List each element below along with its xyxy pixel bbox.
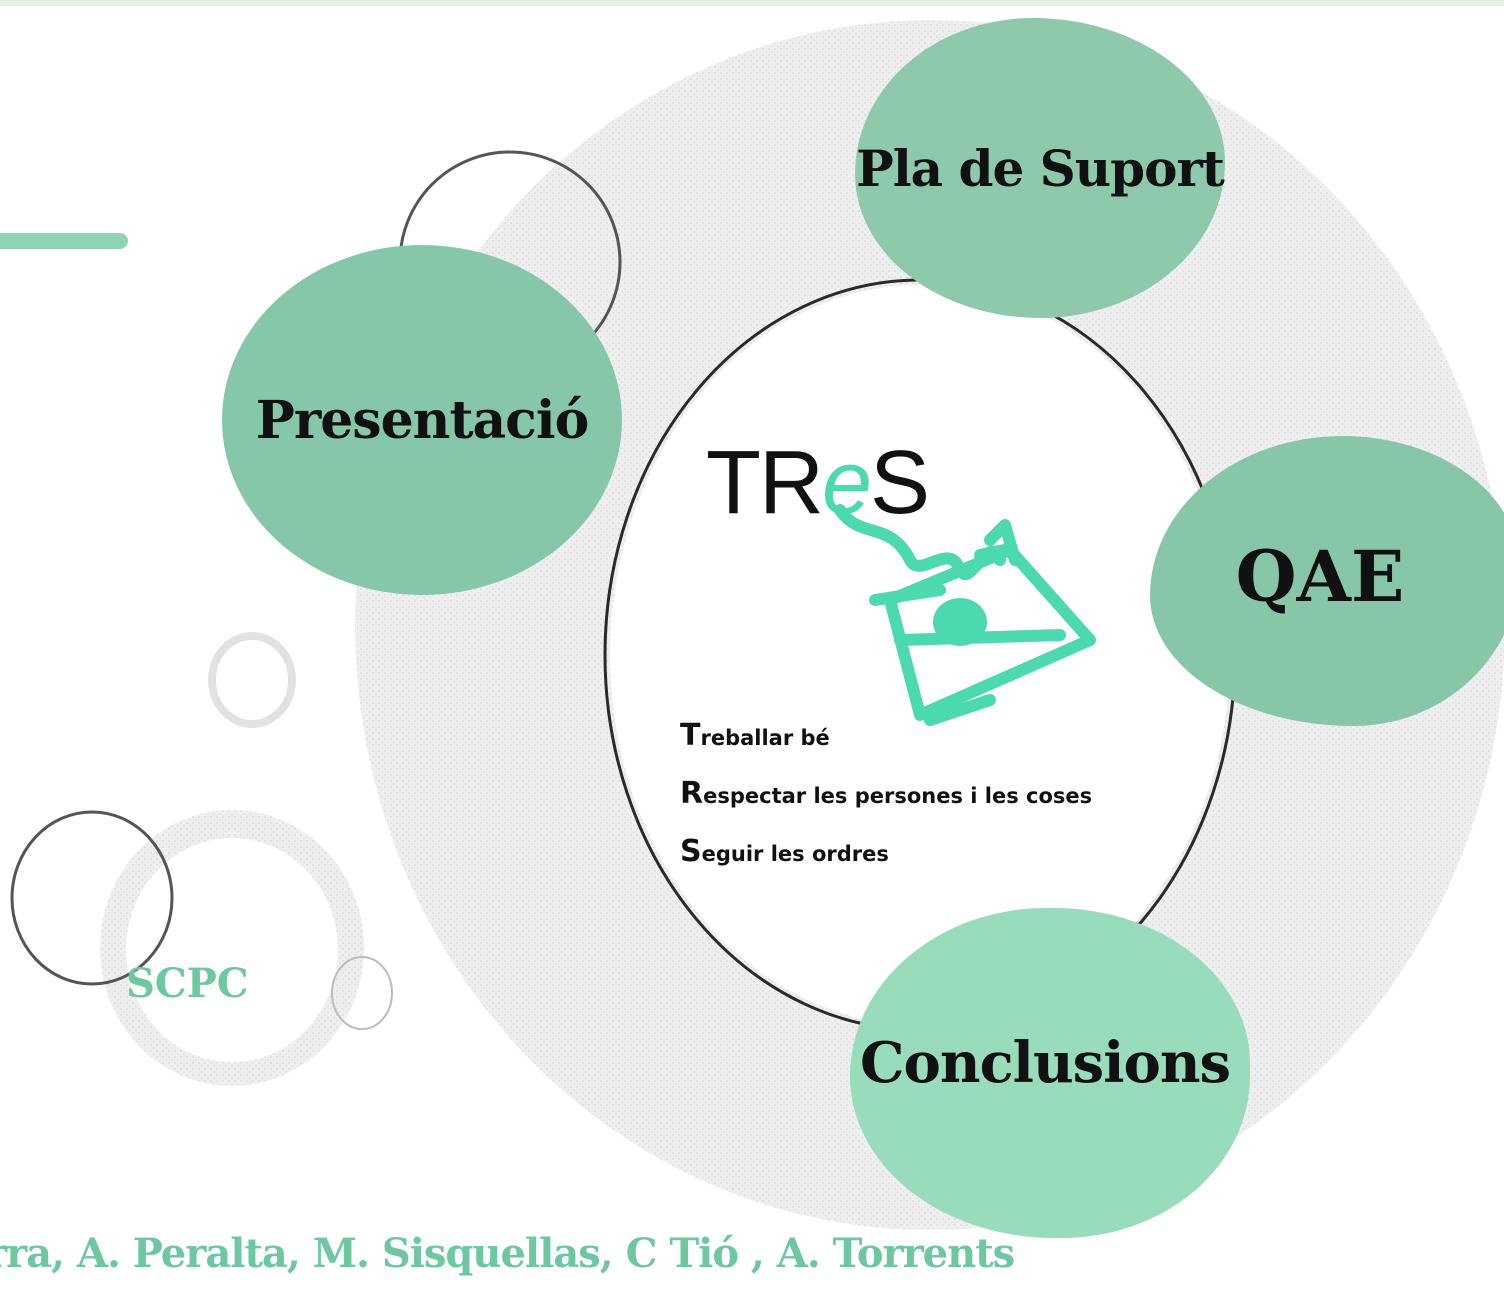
logo-s: S: [870, 433, 930, 533]
pla-de-suport-label: Pla de Suport: [856, 138, 1225, 198]
grey-ring-bottom-left: [100, 810, 365, 1086]
motto-initial: T: [680, 718, 701, 753]
motto-text: espectar les persones i les coses: [703, 784, 1093, 808]
motto-line-3: Seguir les ordres: [680, 834, 889, 869]
pla-de-suport-bubble[interactable]: Pla de Suport: [855, 18, 1225, 318]
motto-line-2: Respectar les persones i les coses: [680, 776, 1092, 811]
tres-logo: TReS: [706, 432, 930, 535]
top-strip: [0, 0, 1504, 6]
motto-text: eguir les ordres: [701, 842, 889, 866]
outline-circle-bottom-left: [10, 810, 174, 986]
qae-bubble[interactable]: QAE: [1150, 436, 1504, 726]
conclusions-label: Conclusions: [859, 1030, 1231, 1096]
accent-bar: [0, 233, 128, 249]
motto-initial: S: [680, 834, 702, 869]
presentacio-bubble[interactable]: Presentació: [222, 245, 622, 595]
motto-text: reballar bé: [700, 726, 830, 750]
large-grey-ring: [355, 20, 1504, 1230]
outline-circle-small: [208, 632, 296, 728]
authors-line: rra, A. Peralta, M. Sisquellas, C Tió , …: [0, 1230, 1015, 1277]
outline-circle-tiny: [331, 956, 393, 1030]
motto-line-1: Treballar bé: [680, 718, 830, 753]
motto-initial: R: [680, 776, 704, 811]
presentacio-label: Presentació: [255, 389, 590, 451]
logo-tr: TR: [706, 433, 824, 533]
tres-logo-drawing-icon: [834, 504, 1096, 726]
qae-label: QAE: [1235, 534, 1405, 618]
scpc-label: SCPC: [126, 960, 249, 1007]
conclusions-bubble[interactable]: Conclusions: [850, 908, 1250, 1238]
